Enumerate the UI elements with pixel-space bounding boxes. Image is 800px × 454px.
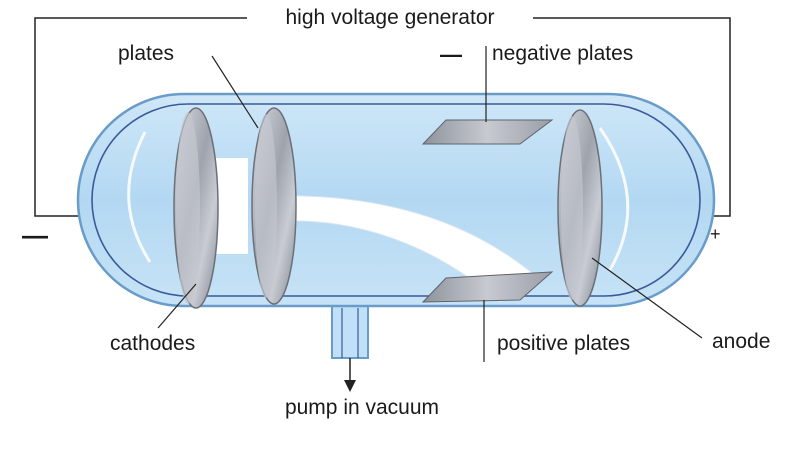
negative-plate (421, 119, 554, 145)
positive-plate (421, 271, 554, 303)
pump-stem (331, 301, 369, 359)
leader-lines (157, 46, 703, 362)
plate-disc (251, 107, 297, 305)
left-minus-sign: — (22, 220, 48, 250)
negative-sign: — (440, 42, 462, 67)
plates-label: plates (118, 42, 174, 65)
right-plus-sign: + (710, 224, 721, 244)
pump-arrow (344, 358, 356, 392)
cathodes-label: cathodes (110, 332, 195, 355)
cathode-disc (173, 107, 219, 309)
pump-label: pump in vacuum (285, 396, 439, 419)
negative-plates-label: negative plates (492, 42, 633, 65)
anode-label: anode (712, 330, 770, 353)
generator-label: high voltage generator (286, 6, 495, 29)
positive-plates-label: positive plates (497, 332, 630, 355)
anode-disc (557, 109, 603, 307)
